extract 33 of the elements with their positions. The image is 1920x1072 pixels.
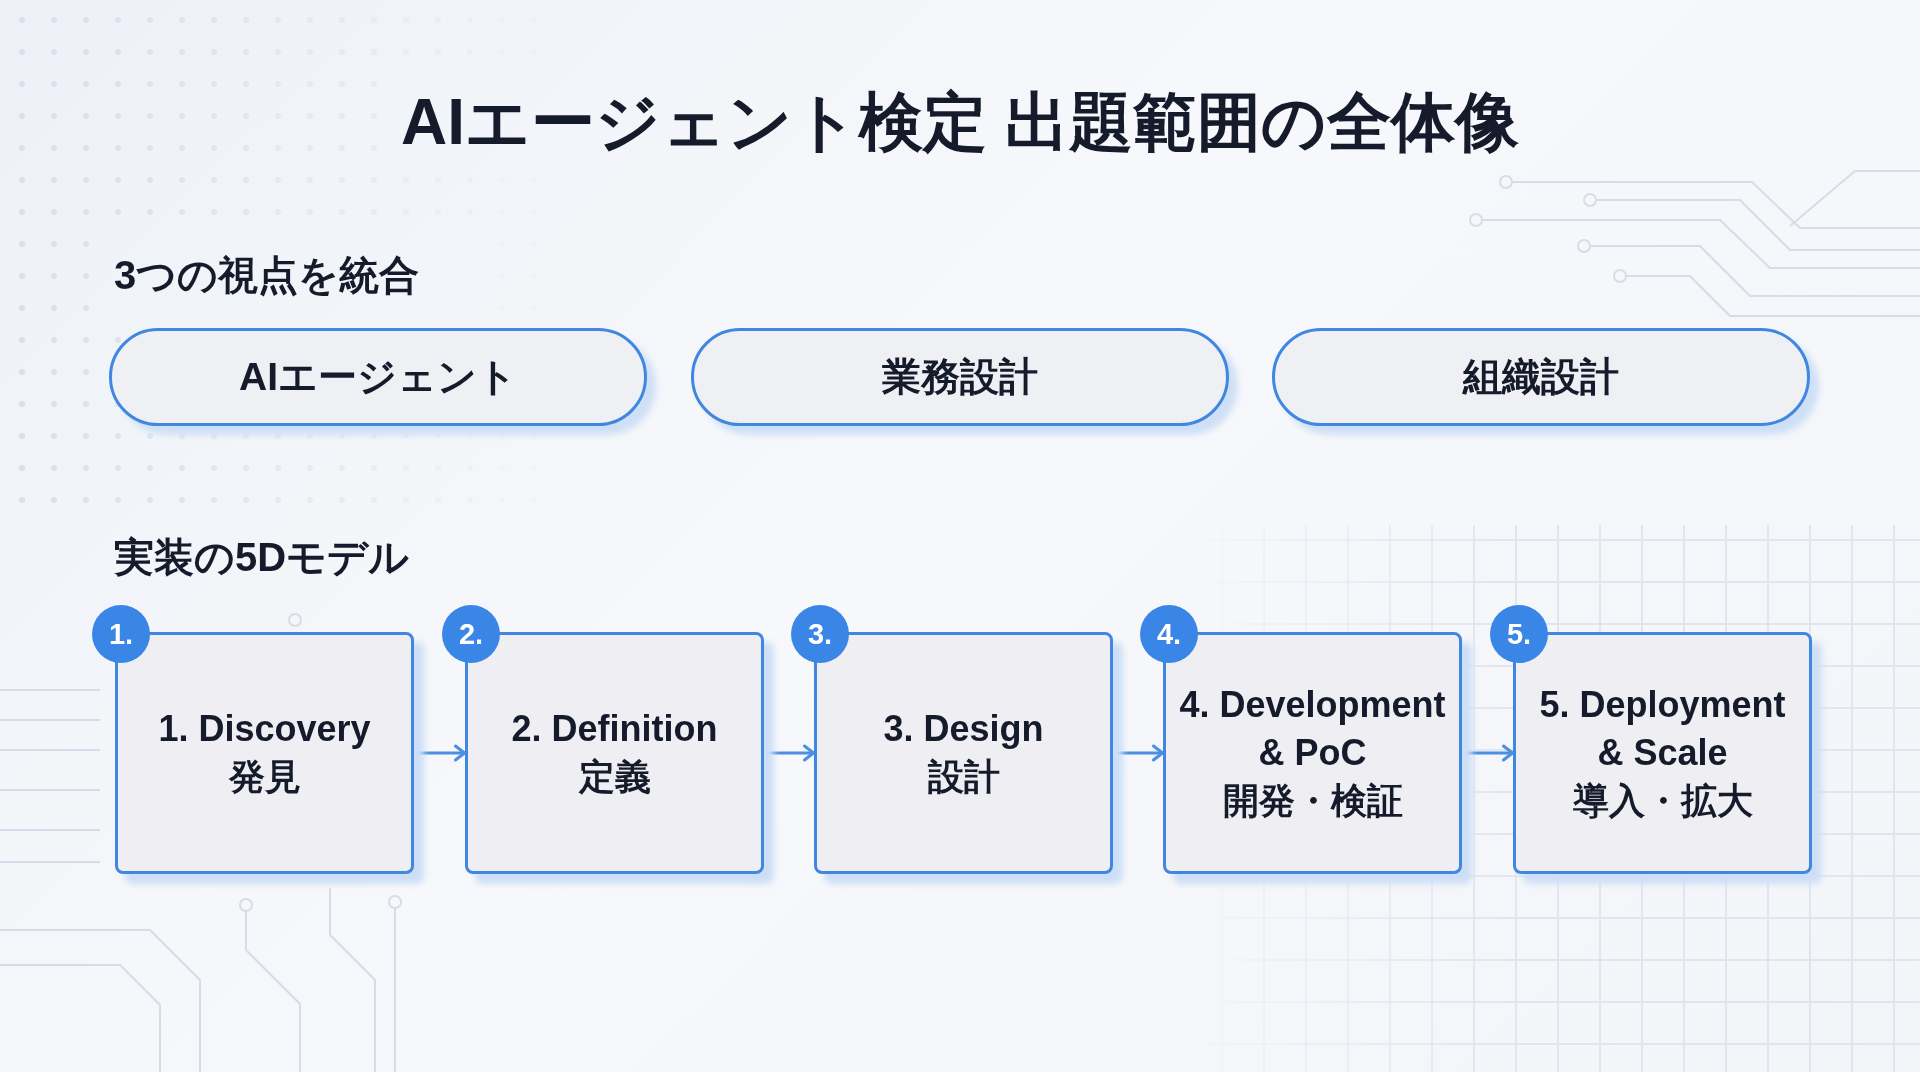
pill-label: AIエージェント [239,354,517,400]
step-number: 3. [807,619,833,649]
step-title: 5. Deployment & Scale [1538,683,1787,775]
number-badge [442,605,500,663]
step-subtitle: 定義 [578,755,651,799]
step-title: 1. Discovery [158,707,371,751]
step-subtitle: 設計 [927,755,1000,799]
step-number: 4. [1156,619,1182,649]
number-badge [1140,605,1198,663]
step-subtitle: 導入・拡大 [1572,779,1753,823]
step-title: 4. Development & PoC [1178,683,1447,775]
step-subtitle: 開発・検証 [1222,779,1403,823]
step-subtitle: 発見 [228,755,301,799]
pill-box [1272,328,1810,426]
section-heading: 実装の5Dモデル [114,534,410,581]
number-badge [92,605,150,663]
flow-arrow [1113,744,1164,762]
pill-box [691,328,1229,426]
page-title: AIエージェント検定 出題範囲の全体像 [401,85,1519,160]
step-number: 2. [458,619,484,649]
pill-box [109,328,647,426]
step-title: 3. Design [883,707,1044,751]
number-badge [791,605,849,663]
step-title: 2. Definition [511,707,718,751]
flow-arrow [414,744,466,762]
section-heading: 3つの視点を統合 [114,252,420,299]
pill-label: 組織設計 [1463,354,1619,400]
number-badge [1490,605,1548,663]
flow-arrow [764,744,815,762]
step-number: 1. [108,619,134,649]
pill-label: 業務設計 [882,354,1038,400]
step-number: 5. [1506,619,1532,649]
flow-arrow [1462,744,1514,762]
